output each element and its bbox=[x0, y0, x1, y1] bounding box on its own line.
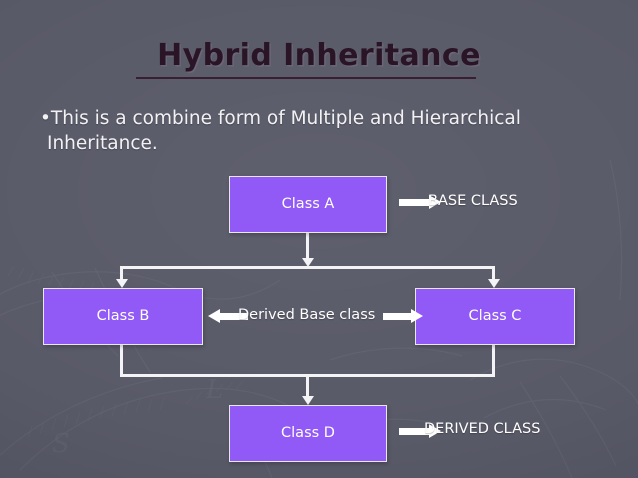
body-line-1-text: This is a combine form of Multiple and H… bbox=[50, 108, 521, 129]
arrowhead-a-to-bus bbox=[302, 258, 314, 267]
class-box-a[interactable]: Class A bbox=[229, 176, 387, 233]
body-line-1: •This is a combine form of Multiple and … bbox=[40, 106, 560, 131]
arrowhead-bus-to-d bbox=[302, 396, 314, 405]
derived-base-class-label: Derived Base class bbox=[238, 307, 376, 323]
connector-bus-to-b bbox=[120, 266, 123, 283]
connector-bus-to-d bbox=[306, 374, 309, 401]
connector-a-to-bus bbox=[306, 233, 309, 261]
derived-base-left-arrow-icon bbox=[208, 309, 248, 323]
class-box-b[interactable]: Class B bbox=[43, 288, 203, 345]
body-line-2: Inheritance. bbox=[47, 133, 158, 154]
derived-base-right-arrow-icon bbox=[383, 309, 423, 323]
arrowhead-bus-to-c bbox=[488, 279, 500, 288]
page-title: Hybrid Inheritance bbox=[157, 38, 481, 73]
body-text: •This is a combine form of Multiple and … bbox=[40, 106, 560, 156]
svg-text:L: L bbox=[205, 375, 223, 405]
class-box-a-label: Class A bbox=[281, 195, 335, 212]
title-underline bbox=[136, 77, 476, 79]
class-box-c-label: Class C bbox=[468, 307, 522, 324]
class-box-c[interactable]: Class C bbox=[415, 288, 575, 345]
arrowhead-bus-to-b bbox=[116, 279, 128, 288]
class-box-b-label: Class B bbox=[96, 307, 150, 324]
derived-class-label: DERIVED CLASS bbox=[424, 421, 541, 437]
class-box-d[interactable]: Class D bbox=[229, 405, 387, 462]
class-box-d-label: Class D bbox=[281, 424, 335, 441]
derived-class-arrow-icon bbox=[399, 424, 441, 438]
base-class-arrow-icon bbox=[399, 195, 441, 209]
connector-c-to-bus bbox=[492, 345, 495, 377]
connector-b-to-bus bbox=[120, 345, 123, 377]
connector-bus-top bbox=[120, 266, 495, 269]
base-class-label: BASE CLASS bbox=[428, 193, 518, 209]
bullet-glyph: • bbox=[40, 108, 51, 129]
connector-bus-to-c bbox=[492, 266, 495, 283]
svg-text:S: S bbox=[52, 429, 70, 459]
